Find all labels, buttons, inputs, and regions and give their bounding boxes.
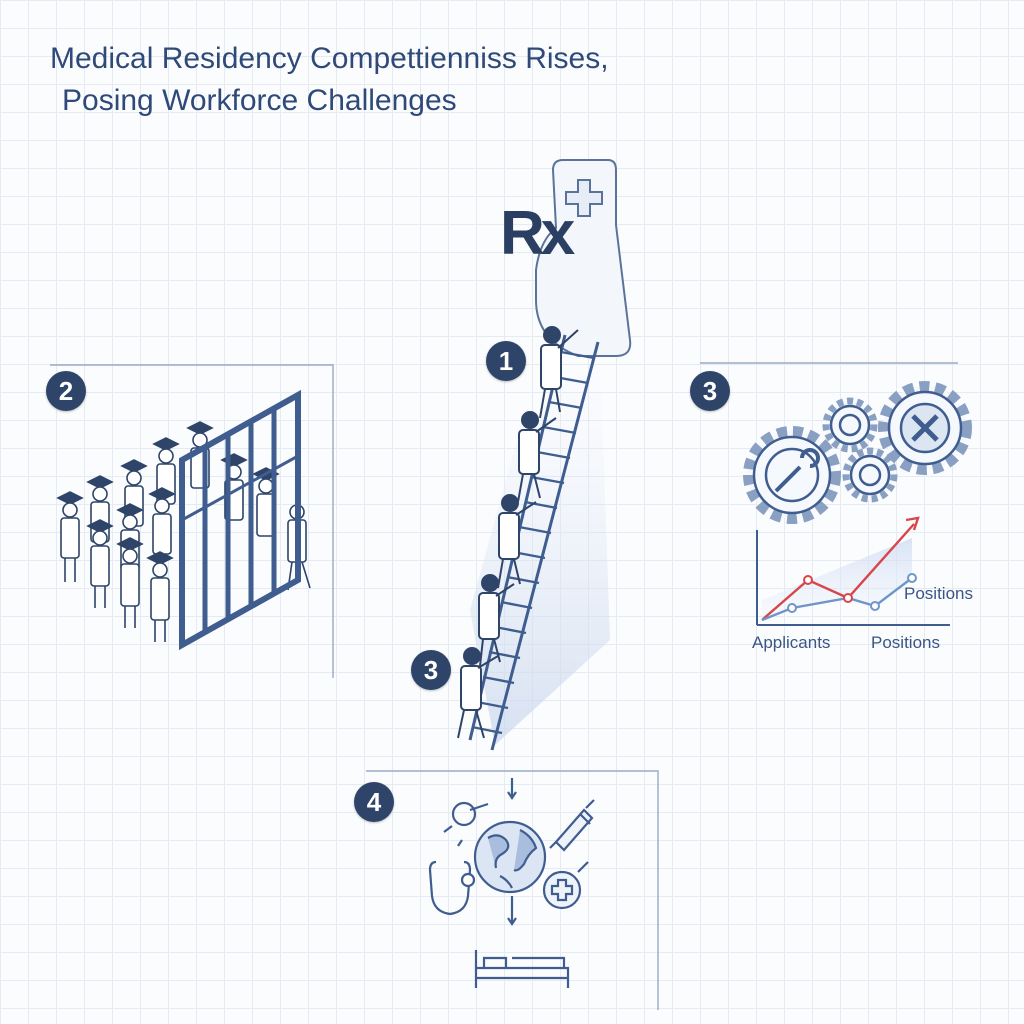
climber-4 <box>478 574 515 667</box>
gate-icon <box>179 389 301 651</box>
medical-cross-icon <box>542 861 589 910</box>
x-gear-icon <box>878 381 972 475</box>
title-line-1: Medical Residency Compettienniss Rises, <box>50 42 609 75</box>
satellite-icon <box>443 801 489 847</box>
badge-gears: 3 <box>690 371 730 411</box>
rx-label: Rx <box>500 199 575 268</box>
applicants-line <box>761 523 915 621</box>
graduates <box>56 421 311 642</box>
panel-frames <box>50 362 958 1010</box>
gears-scene <box>743 381 972 524</box>
rx-bottle-icon <box>535 159 632 357</box>
badge-global: 4 <box>354 782 394 822</box>
chart-area <box>762 538 912 622</box>
applicants-arrow <box>905 516 920 531</box>
stethoscope-icon <box>428 860 476 916</box>
badge-ladder-top: 1 <box>486 341 526 381</box>
global-panel-frame <box>366 770 659 1010</box>
applicants-point <box>803 575 813 585</box>
page-title: Medical Residency Compettienniss Rises, … <box>50 38 609 122</box>
light-beam <box>470 350 610 745</box>
badge-ladder-bottom: 3 <box>411 650 451 690</box>
applicants-point <box>843 593 853 603</box>
graduate-icon <box>56 491 84 582</box>
gate-scene <box>56 389 311 651</box>
syringe-icon <box>549 799 595 852</box>
global-scene <box>428 778 595 988</box>
ladder-scene <box>457 159 632 751</box>
climber-3 <box>497 494 537 589</box>
gate-panel-frame <box>50 364 334 678</box>
climbers <box>457 326 579 739</box>
positions-point <box>870 601 880 611</box>
globe-icon <box>473 820 547 894</box>
climber-5 <box>457 647 499 739</box>
bed-icon <box>474 950 570 988</box>
wrench-gear-icon <box>743 426 841 524</box>
climber-2 <box>517 411 557 503</box>
chart-label-positions-upper: Positions <box>904 584 973 603</box>
badge-gate: 2 <box>46 371 86 411</box>
chart-label-positions-lower: Positions <box>871 633 940 652</box>
climber-1 <box>539 326 579 419</box>
competition-chart <box>756 516 950 626</box>
shield-gear-icon <box>822 397 898 503</box>
title-line-2: Posing Workforce Challenges <box>62 84 457 117</box>
positions-point <box>787 603 797 613</box>
positions-point <box>907 573 917 583</box>
chart-label-applicants: Applicants <box>752 633 831 652</box>
